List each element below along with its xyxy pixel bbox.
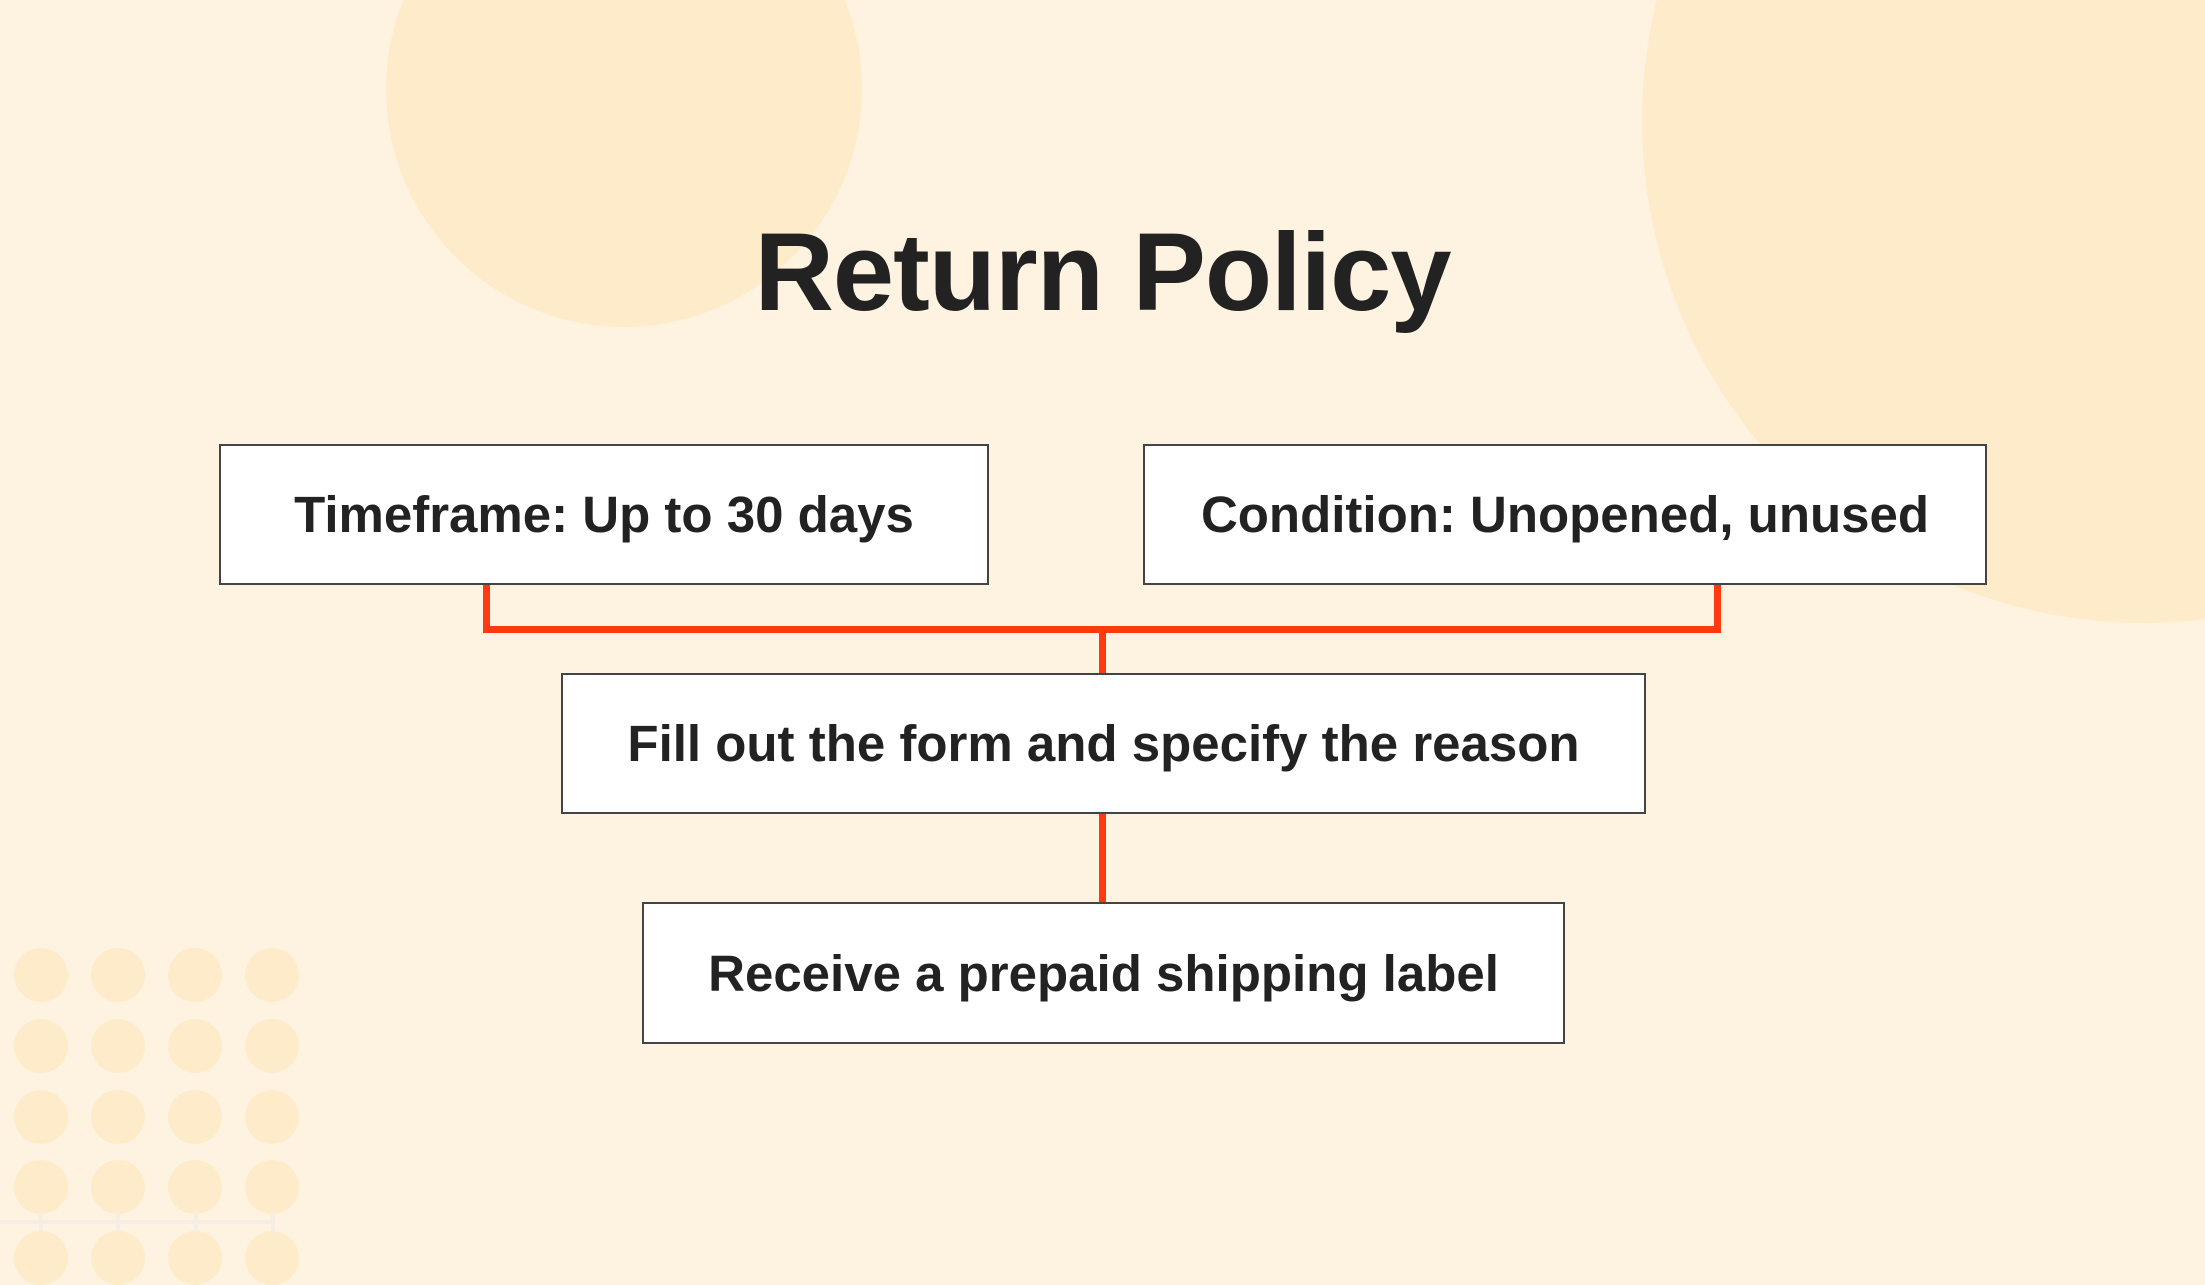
decorative-dot xyxy=(91,1160,145,1214)
connector-form-to-label xyxy=(1099,814,1106,902)
decorative-dot xyxy=(168,1231,222,1285)
decorative-dot xyxy=(91,948,145,1002)
decorative-dot xyxy=(245,948,299,1002)
page-title: Return Policy xyxy=(754,211,1451,334)
node-condition: Condition: Unopened, unused xyxy=(1143,444,1987,585)
decorative-dot-grid xyxy=(0,0,320,1285)
decorative-grid-tick xyxy=(194,1212,198,1232)
decorative-dot xyxy=(91,1019,145,1073)
node-fill-form: Fill out the form and specify the reason xyxy=(561,673,1646,814)
decorative-grid-tick xyxy=(116,1212,120,1232)
decorative-dot xyxy=(168,948,222,1002)
decorative-dot xyxy=(91,1231,145,1285)
node-condition-label: Condition: Unopened, unused xyxy=(1200,486,1930,543)
decorative-dot xyxy=(14,1090,68,1144)
decorative-grid-tick xyxy=(39,1212,43,1232)
decorative-dot xyxy=(245,1160,299,1214)
node-shipping-label: Receive a prepaid shipping label xyxy=(642,902,1565,1044)
decorative-dot xyxy=(14,1019,68,1073)
connector-condition-down xyxy=(1714,585,1721,633)
decorative-dot xyxy=(245,1019,299,1073)
node-fill-form-label: Fill out the form and specify the reason xyxy=(627,715,1580,772)
decorative-dot xyxy=(14,1160,68,1214)
node-timeframe-label: Timeframe: Up to 30 days xyxy=(294,486,914,543)
decorative-grid-tick xyxy=(271,1212,275,1232)
decorative-dot xyxy=(168,1090,222,1144)
decorative-dot xyxy=(91,1090,145,1144)
decorative-dot xyxy=(168,1019,222,1073)
decorative-dot xyxy=(245,1090,299,1144)
decorative-dot xyxy=(14,1231,68,1285)
node-shipping-label-label: Receive a prepaid shipping label xyxy=(708,944,1499,1002)
decorative-dot xyxy=(14,948,68,1002)
connector-merge-to-form xyxy=(1099,626,1106,673)
decorative-dot xyxy=(168,1160,222,1214)
connector-timeframe-down xyxy=(483,585,490,633)
node-timeframe: Timeframe: Up to 30 days xyxy=(219,444,989,585)
decorative-grid-line xyxy=(0,1220,274,1224)
decorative-dot xyxy=(245,1231,299,1285)
